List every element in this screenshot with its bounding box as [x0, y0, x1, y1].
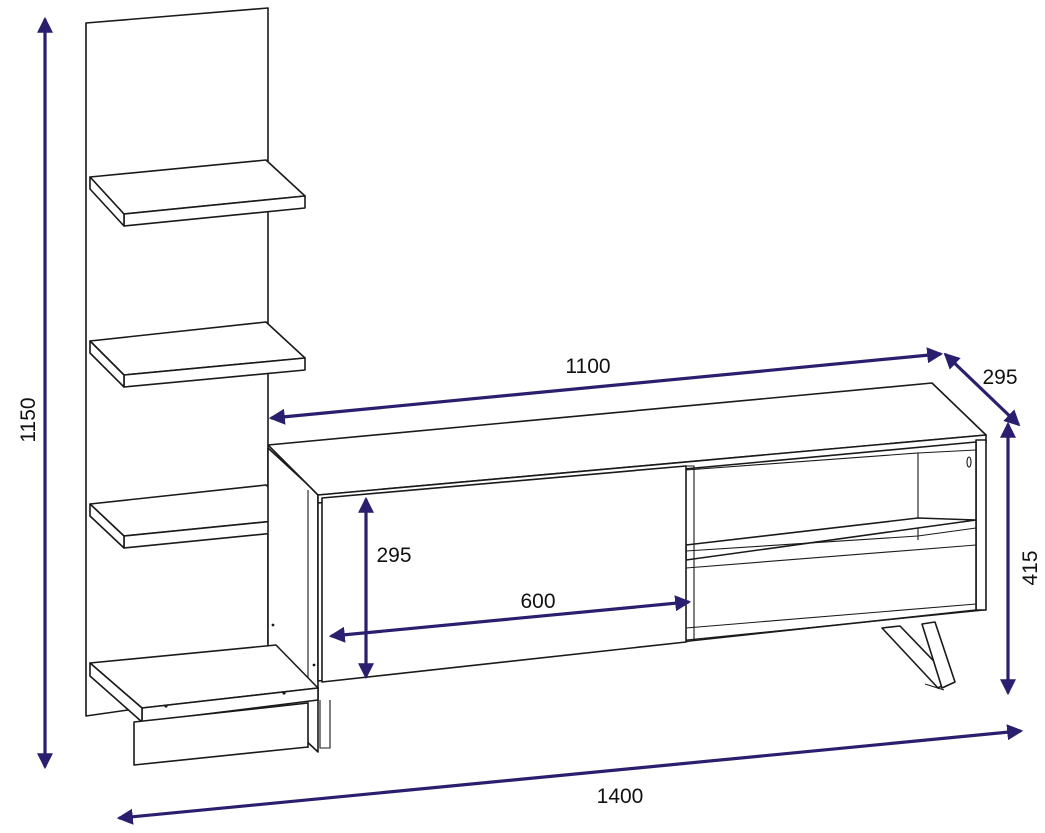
tv-unit — [267, 382, 987, 691]
tower-shelf-3 — [89, 484, 306, 549]
tv-unit-sliding-door — [321, 465, 687, 683]
total-height-label: 1150 — [17, 397, 40, 442]
unit-depth-label: 295 — [982, 366, 1017, 389]
unit-depth-arrow — [943, 352, 1021, 427]
dimension-arrows — [37, 16, 1024, 825]
tower-bottom-shelf — [89, 623, 319, 723]
unit-height-label: 415 — [1019, 550, 1042, 585]
door-width-label: 600 — [520, 590, 555, 613]
tower-shelf-1 — [89, 159, 306, 227]
tv-unit-legs — [881, 621, 956, 691]
total-width-arrow — [116, 724, 1024, 825]
dimension-labels: 1150 1100 295 295 600 415 1400 — [17, 355, 1042, 808]
tv-unit-right-side — [975, 439, 987, 611]
door-width-arrow — [328, 595, 692, 643]
total-width-label: 1400 — [597, 785, 644, 808]
unit-width-arrow — [268, 347, 944, 425]
bookshelf-tower — [85, 7, 331, 766]
unit-width-label: 1100 — [565, 355, 610, 378]
door-height-label: 295 — [376, 544, 411, 567]
